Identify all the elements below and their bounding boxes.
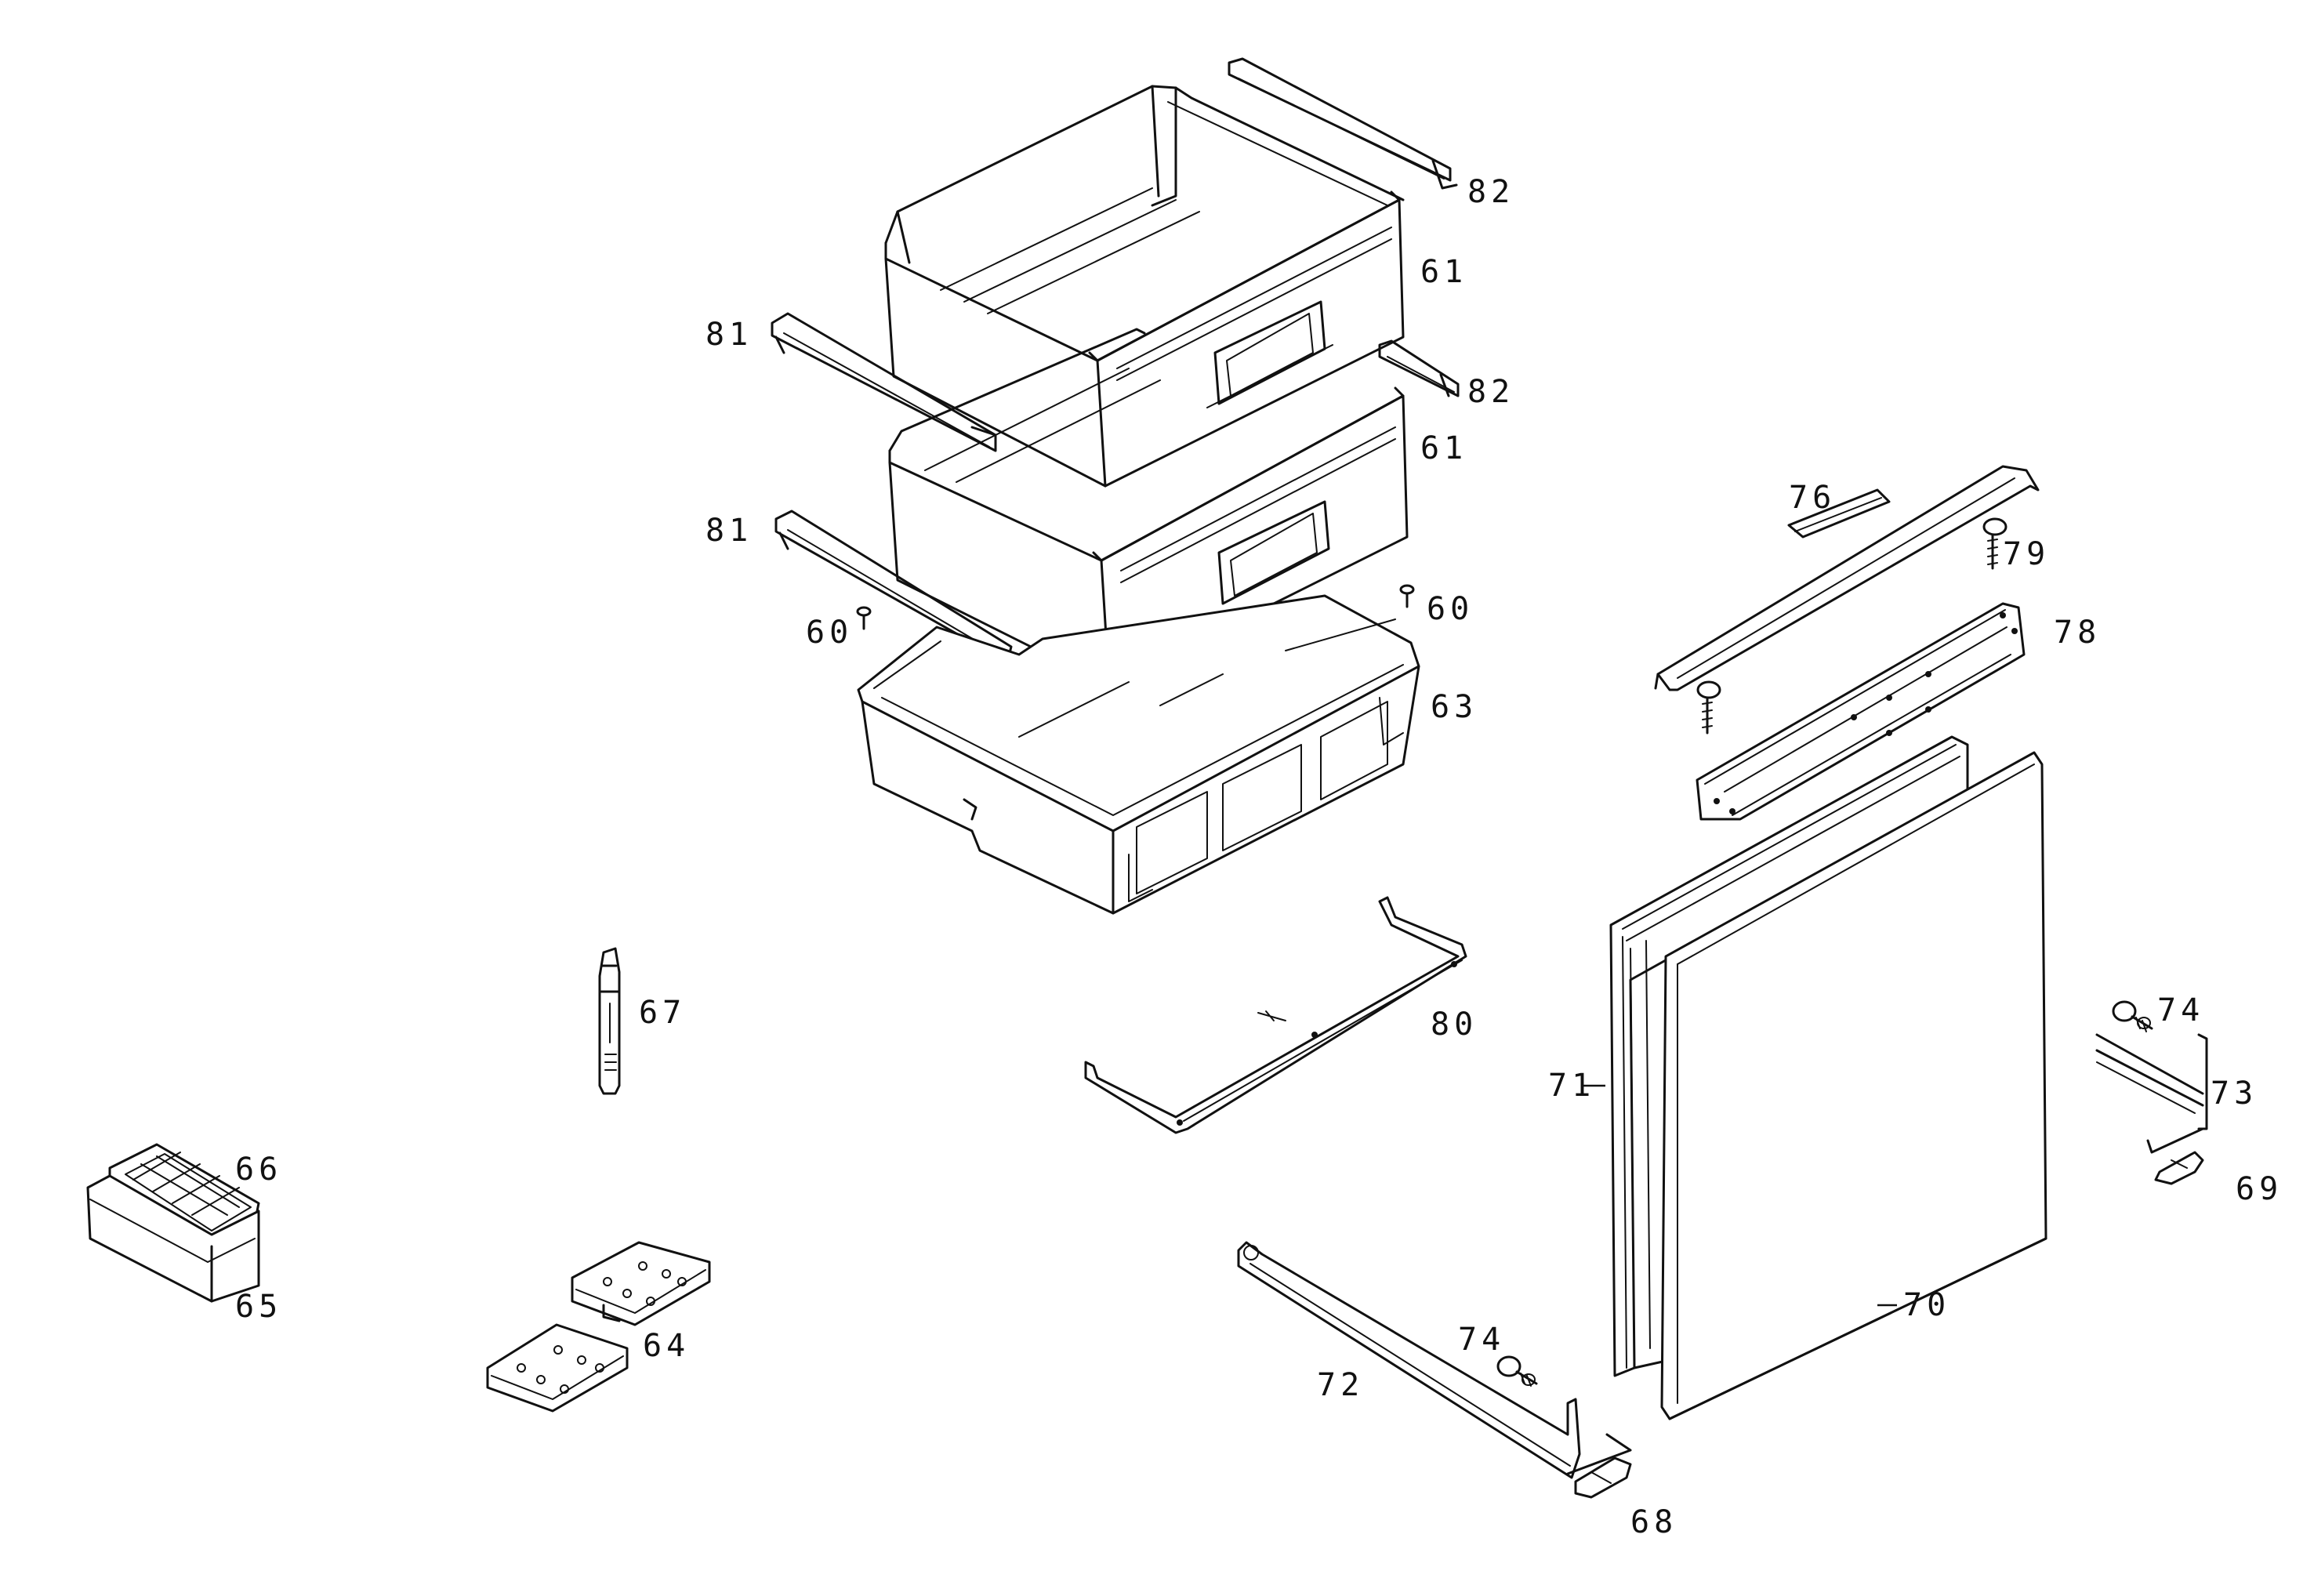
screw-79-left bbox=[1696, 680, 1721, 735]
part-70-door-panel bbox=[1660, 751, 2047, 1420]
callout-82-lower: 82 bbox=[1467, 374, 1514, 410]
cold-pack-upper bbox=[571, 1241, 711, 1326]
part-80-bottom-bracket bbox=[1084, 896, 1467, 1134]
part-78-bracket bbox=[1696, 602, 2026, 821]
part-72-bottom-rail bbox=[1237, 1241, 1581, 1479]
part-64-cold-packs bbox=[486, 1241, 711, 1413]
hinge-pin-74-upper bbox=[2112, 1000, 2153, 1032]
part-74-hinge-pins bbox=[1496, 1000, 2153, 1387]
callout-67: 67 bbox=[639, 995, 686, 1031]
callout-82-upper: 82 bbox=[1467, 174, 1514, 210]
callout-71: 71 bbox=[1548, 1068, 1595, 1104]
callout-69: 69 bbox=[2236, 1171, 2283, 1207]
cold-pack-lower bbox=[486, 1323, 629, 1413]
callout-64: 64 bbox=[643, 1328, 690, 1364]
callout-74-lower: 74 bbox=[1458, 1322, 1505, 1358]
callout-labels: 82 61 81 82 61 81 76 79 60 60 78 63 67 8… bbox=[235, 174, 2283, 1540]
part-82-lower-rail bbox=[1378, 339, 1460, 397]
part-81-upper-rail bbox=[771, 312, 997, 452]
part-61-upper-drawer bbox=[884, 85, 1405, 488]
part-67-door-stop bbox=[598, 947, 621, 1095]
callout-79: 79 bbox=[2003, 536, 2050, 572]
callout-60-right: 60 bbox=[1427, 591, 1474, 627]
callout-61-upper: 61 bbox=[1420, 254, 1467, 290]
part-63-tray-frame bbox=[857, 594, 1420, 915]
screw-79-right bbox=[1982, 517, 2008, 570]
callout-81-lower: 81 bbox=[705, 513, 753, 549]
door-top-handle-bar bbox=[1654, 465, 2040, 691]
callout-68: 68 bbox=[1630, 1504, 1677, 1540]
callout-78: 78 bbox=[2054, 615, 2101, 651]
callout-66: 66 bbox=[235, 1152, 282, 1188]
part-68-clip bbox=[1566, 1433, 1632, 1499]
callout-80: 80 bbox=[1431, 1007, 1478, 1043]
part-73-hinge-plate bbox=[2095, 1033, 2208, 1154]
callout-65: 65 bbox=[235, 1289, 282, 1325]
callout-70: 70 bbox=[1903, 1287, 1950, 1323]
callout-60-left: 60 bbox=[806, 615, 853, 651]
part-65-ice-box bbox=[86, 1174, 260, 1303]
screw-60-left bbox=[856, 606, 872, 630]
callout-61-lower: 61 bbox=[1420, 430, 1467, 466]
callout-72: 72 bbox=[1317, 1367, 1364, 1403]
screw-60-right bbox=[1399, 584, 1415, 608]
callout-76: 76 bbox=[1789, 480, 1836, 516]
part-82-upper-rail bbox=[1228, 57, 1458, 190]
part-79-screws bbox=[1696, 517, 2008, 735]
hinge-pin-74-lower bbox=[1496, 1355, 1538, 1387]
callout-74-upper: 74 bbox=[2157, 992, 2204, 1028]
callout-81-upper: 81 bbox=[705, 317, 753, 353]
callout-73: 73 bbox=[2211, 1075, 2258, 1112]
part-76-label bbox=[1787, 488, 1891, 539]
part-69-clip bbox=[2154, 1151, 2204, 1185]
callout-63: 63 bbox=[1431, 689, 1478, 725]
